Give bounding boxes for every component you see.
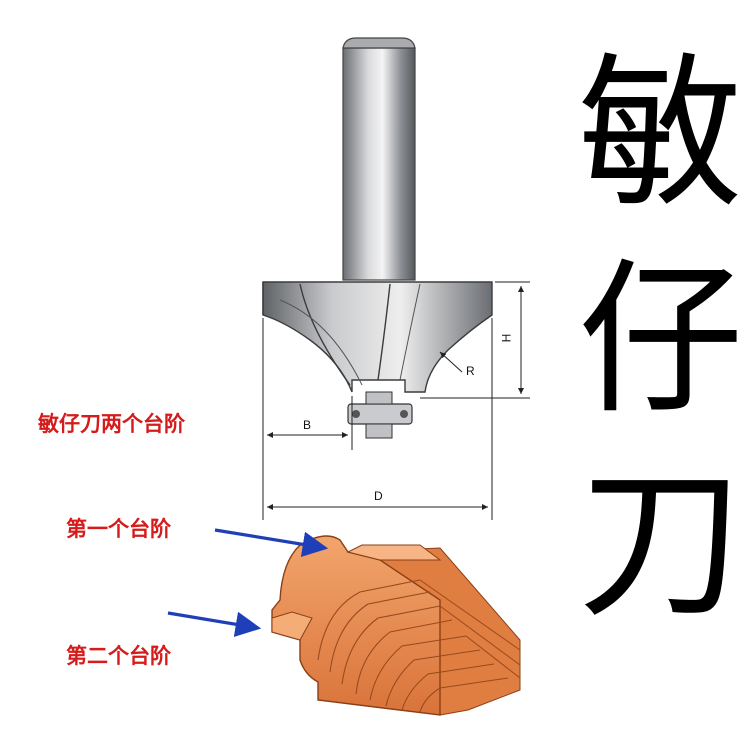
arrow-first-step (214, 528, 329, 558)
title-char-2: 仔 (578, 244, 743, 436)
title-char-3: 刀 (578, 448, 743, 640)
dimension-h-label: H (499, 333, 514, 343)
wood-profile-sample (271, 535, 521, 716)
label-second-step: 第二个台阶 (66, 644, 171, 668)
dimension-r-label: R (466, 364, 475, 378)
pointer-arrows (167, 528, 329, 637)
label-first-step: 第一个台阶 (66, 517, 171, 541)
bit-cutter-head (262, 281, 493, 439)
label-two-steps: 敏仔刀两个台阶 (38, 412, 185, 436)
bit-shank (342, 37, 416, 281)
dimension-d-label: D (374, 489, 383, 503)
title-char-1: 敏 (578, 38, 743, 230)
dimension-lines (262, 281, 530, 520)
arrow-second-step (167, 611, 262, 637)
dimension-b-label: B (303, 418, 312, 432)
